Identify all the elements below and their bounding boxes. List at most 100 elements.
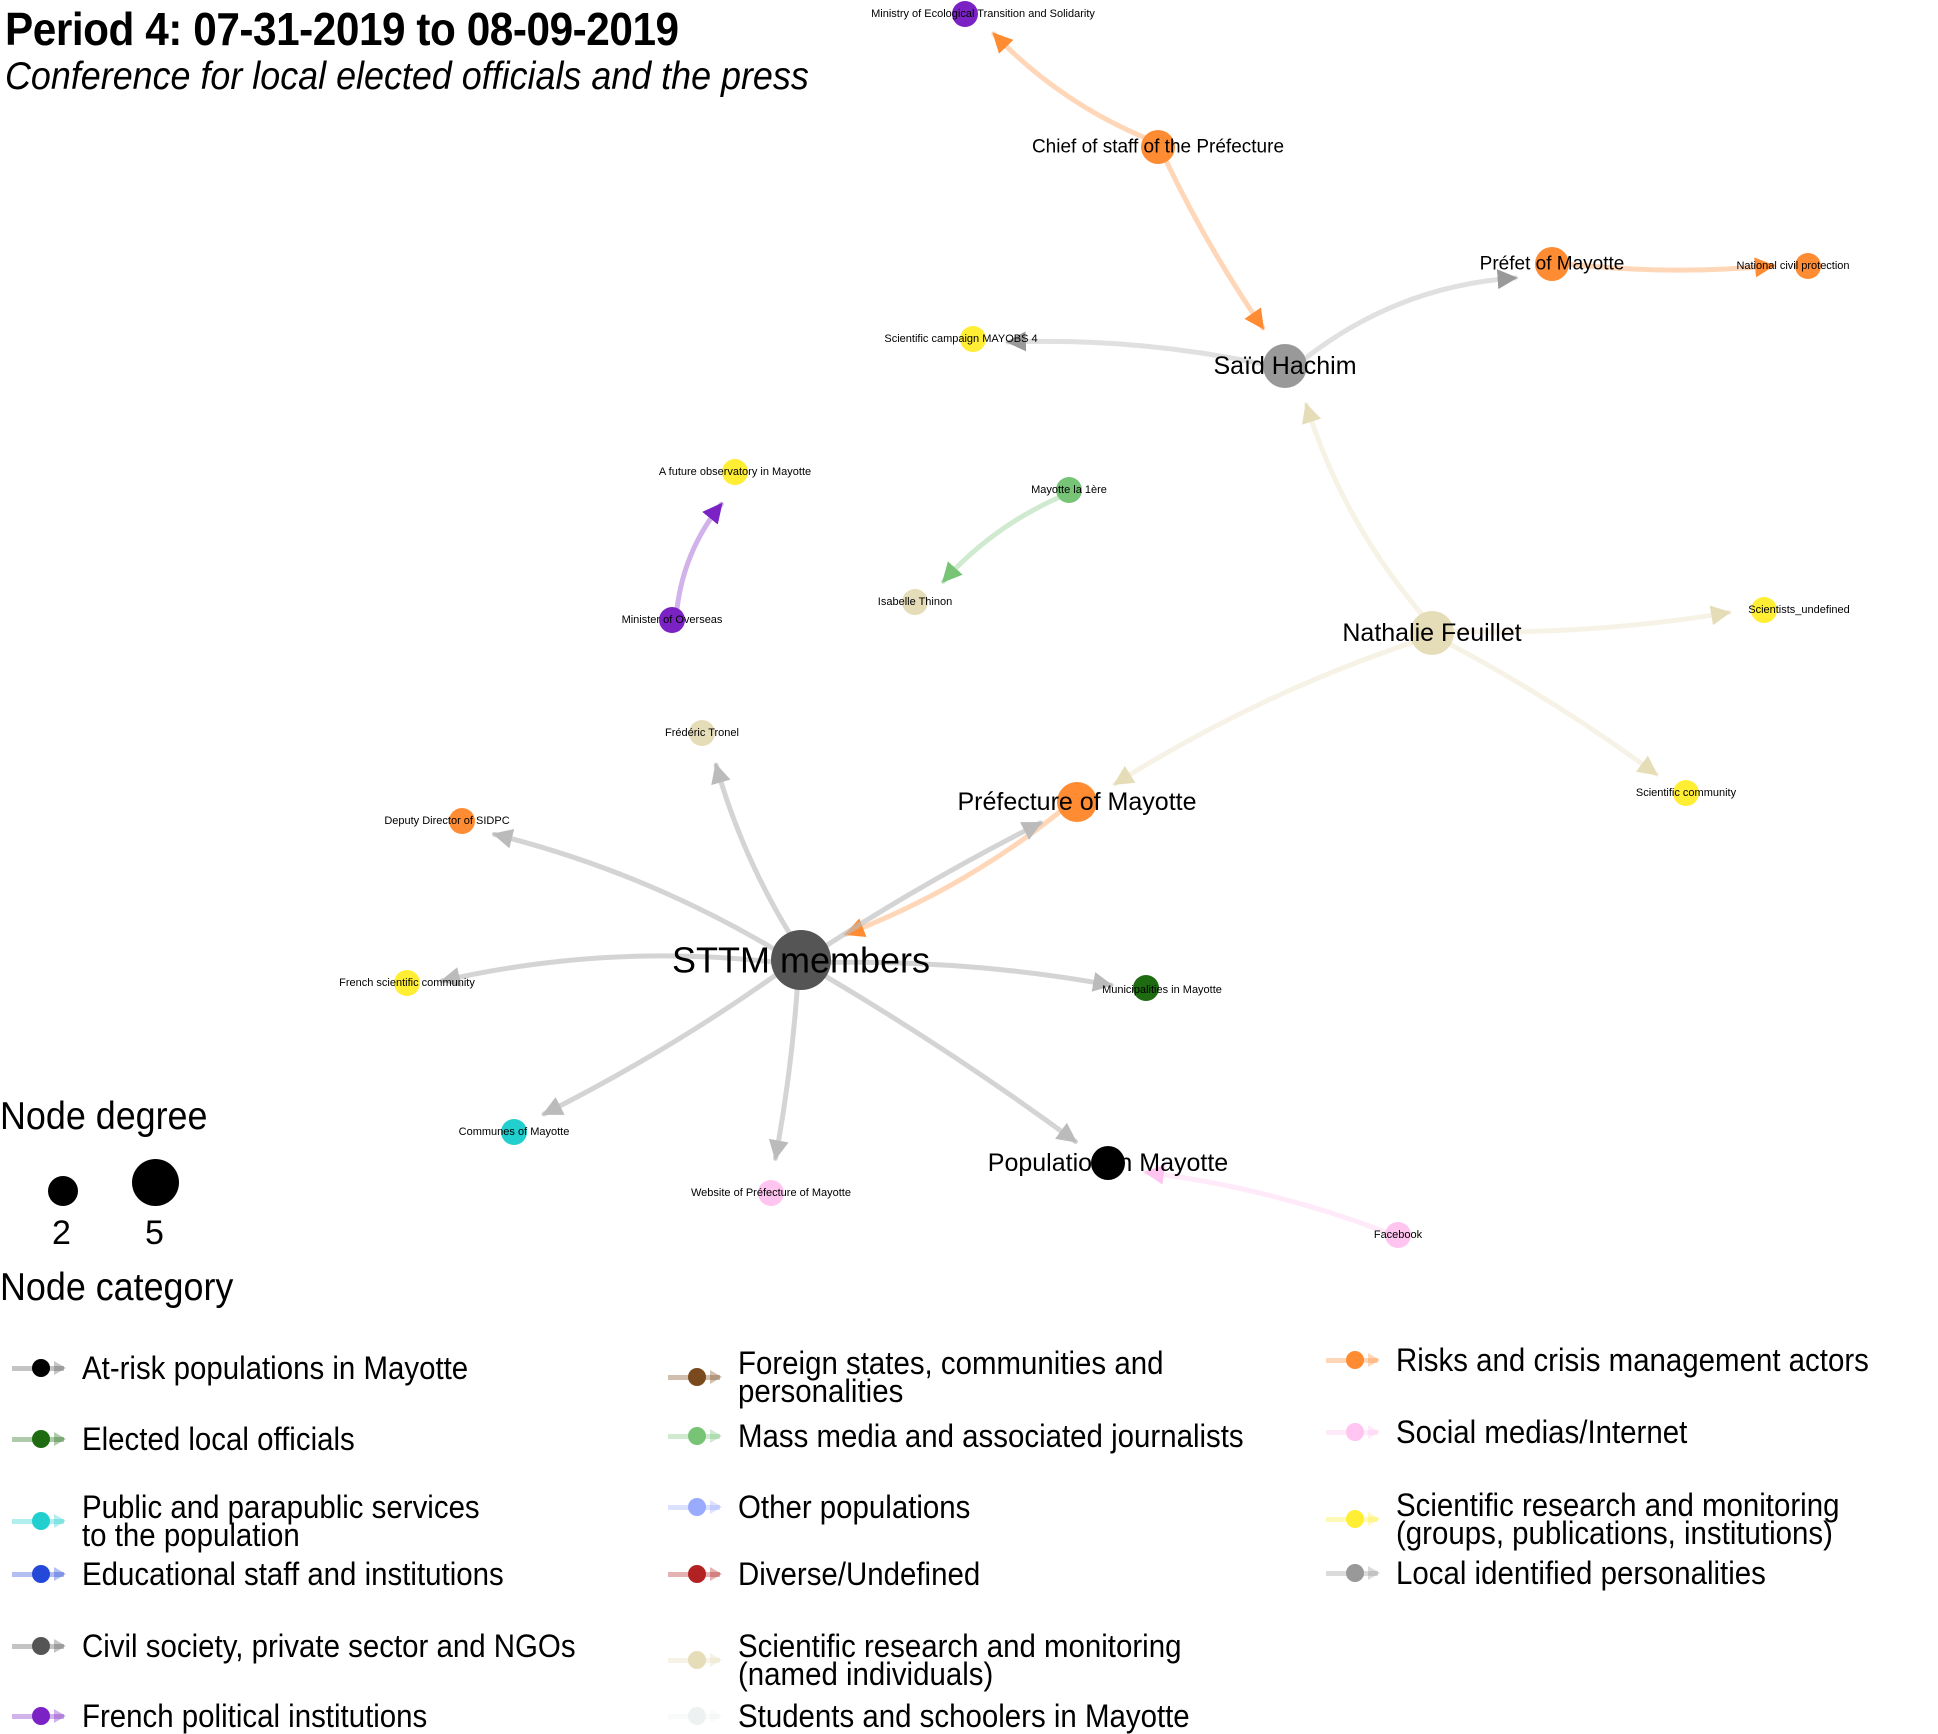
edge-feuillet-to-said bbox=[1302, 402, 1424, 617]
page-subtitle: Conference for local elected officials a… bbox=[5, 55, 809, 98]
legend-swatch-icon bbox=[1326, 1420, 1386, 1444]
node-observatory[interactable] bbox=[722, 459, 748, 485]
node-chief_staff[interactable] bbox=[1141, 130, 1175, 164]
node-feuillet[interactable] bbox=[1410, 611, 1454, 655]
edge-said-to-mayobs4 bbox=[1005, 331, 1266, 367]
edge-sttm-to-tronel bbox=[711, 762, 792, 936]
node-fr_sci[interactable] bbox=[394, 970, 420, 996]
node-label-sttm: STTM members bbox=[672, 940, 930, 981]
node-ministry_eco[interactable] bbox=[952, 1, 978, 27]
node-label-municipalities: Municipalities in Mayotte bbox=[1102, 984, 1222, 996]
node-sttm[interactable] bbox=[771, 930, 831, 990]
legend-swatch-icon bbox=[668, 1562, 728, 1586]
edge-sttm-to-fr_sci bbox=[439, 953, 774, 987]
legend-item-elected: Elected local officials bbox=[12, 1421, 378, 1457]
legend-degree-label-small: 2 bbox=[52, 1214, 71, 1252]
node-label-sci_comm: Scientific community bbox=[1636, 787, 1737, 799]
legend-swatch-icon bbox=[668, 1365, 728, 1389]
legend-item-social_media: Social medias/Internet bbox=[1326, 1414, 1713, 1450]
legend-item-sci_groups: Scientific research and monitoring (grou… bbox=[1326, 1489, 1878, 1549]
node-label-fr_sci: French scientific community bbox=[339, 977, 475, 989]
node-label-prefecture: Préfecture of Mayotte bbox=[957, 788, 1196, 816]
node-said[interactable] bbox=[1263, 344, 1307, 388]
node-label-minister_overseas: Minister of Overseas bbox=[622, 614, 723, 626]
edge-mayotte1-to-thinon bbox=[940, 495, 1061, 584]
edge-sttm-to-population bbox=[823, 974, 1078, 1144]
node-prefet[interactable] bbox=[1535, 247, 1569, 281]
legend-label: Diverse/Undefined bbox=[738, 1556, 981, 1592]
node-communes[interactable] bbox=[501, 1119, 527, 1145]
node-mayotte1[interactable] bbox=[1056, 477, 1082, 503]
legend-swatch-icon bbox=[668, 1424, 728, 1448]
legend-label: Students and schoolers in Mayotte bbox=[738, 1698, 1190, 1734]
node-label-communes: Communes of Mayotte bbox=[459, 1126, 570, 1138]
node-sci_comm[interactable] bbox=[1673, 780, 1699, 806]
edge-feuillet-to-sci_comm bbox=[1448, 642, 1659, 777]
node-sci_undef[interactable] bbox=[1751, 597, 1777, 623]
legend-label: At-risk populations in Mayotte bbox=[82, 1350, 469, 1386]
legend-item-public_services: Public and parapublic services to the po… bbox=[12, 1489, 514, 1553]
legend-label: French political institutions bbox=[82, 1698, 428, 1734]
legend-label: Civil society, private sector and NGOs bbox=[82, 1628, 576, 1664]
node-deputy_sidpc[interactable] bbox=[449, 808, 475, 834]
edge-feuillet-to-sci_undef bbox=[1451, 605, 1732, 635]
node-label-population: Population in Mayotte bbox=[988, 1149, 1228, 1177]
legend-label: Public and parapublic services to the po… bbox=[82, 1489, 480, 1553]
legend-item-other_pop: Other populations bbox=[668, 1489, 991, 1525]
legend-label: Elected local officials bbox=[82, 1421, 355, 1457]
node-label-civil_protection: National civil protection bbox=[1736, 260, 1849, 272]
legend-swatch-icon bbox=[668, 1495, 728, 1519]
edge-sttm-to-municipalities bbox=[828, 959, 1114, 992]
legend-item-foreign: Foreign states, communities and personal… bbox=[668, 1345, 1200, 1409]
legend-swatch-icon bbox=[1326, 1348, 1386, 1372]
legend-degree-dot-small bbox=[48, 1176, 78, 1206]
node-label-prefet: Préfet of Mayotte bbox=[1480, 254, 1625, 275]
legend-label: Local identified personalities bbox=[1396, 1555, 1766, 1591]
legend-swatch-icon bbox=[1326, 1507, 1386, 1531]
node-facebook[interactable] bbox=[1385, 1222, 1411, 1248]
legend-label: Foreign states, communities and personal… bbox=[738, 1345, 1164, 1409]
edge-minister_overseas-to-observatory bbox=[674, 501, 724, 611]
labels-layer: Ministry of Ecological Transition and So… bbox=[339, 8, 1850, 1241]
node-minister_overseas[interactable] bbox=[659, 607, 685, 633]
node-tronel[interactable] bbox=[689, 720, 715, 746]
legend-degree-title: Node degree bbox=[0, 1095, 208, 1138]
node-mayobs4[interactable] bbox=[960, 326, 986, 352]
legend-swatch-icon bbox=[12, 1427, 72, 1451]
node-website[interactable] bbox=[758, 1180, 784, 1206]
legend-item-risk_crisis: Risks and crisis management actors bbox=[1326, 1342, 1910, 1378]
legend-swatch-icon bbox=[668, 1704, 728, 1728]
node-label-facebook: Facebook bbox=[1374, 1229, 1423, 1241]
legend-degree-label-large: 5 bbox=[145, 1214, 164, 1252]
node-municipalities[interactable] bbox=[1133, 975, 1159, 1001]
legend-item-diverse: Diverse/Undefined bbox=[668, 1556, 1001, 1592]
node-population[interactable] bbox=[1091, 1146, 1125, 1180]
legend-item-sci_named: Scientific research and monitoring (name… bbox=[668, 1628, 1220, 1692]
node-label-deputy_sidpc: Deputy Director of SIDPC bbox=[384, 815, 509, 827]
legend-swatch-icon bbox=[12, 1509, 72, 1533]
legend-swatch-icon bbox=[12, 1356, 72, 1380]
legend-swatch-icon bbox=[12, 1562, 72, 1586]
node-label-sci_undef: Scientists_undefined bbox=[1748, 604, 1850, 616]
node-thinon[interactable] bbox=[902, 589, 928, 615]
legend-item-mass_media: Mass media and associated journalists bbox=[668, 1418, 1288, 1454]
edge-chief_staff-to-ministry_eco bbox=[991, 31, 1147, 140]
node-civil_protection[interactable] bbox=[1795, 253, 1821, 279]
edge-said-to-prefet bbox=[1303, 269, 1519, 361]
node-label-website: Website of Préfecture of Mayotte bbox=[691, 1187, 851, 1199]
legend-label: Social medias/Internet bbox=[1396, 1414, 1688, 1450]
edge-feuillet-to-prefecture bbox=[1112, 639, 1415, 787]
legend-label: Risks and crisis management actors bbox=[1396, 1342, 1869, 1378]
node-prefecture[interactable] bbox=[1057, 782, 1097, 822]
node-label-tronel: Frédéric Tronel bbox=[665, 727, 739, 739]
legend-label: Scientific research and monitoring (name… bbox=[738, 1628, 1182, 1692]
edge-facebook-to-population bbox=[1143, 1164, 1388, 1235]
legend-label: Mass media and associated journalists bbox=[738, 1418, 1244, 1454]
legend-label: Other populations bbox=[738, 1489, 971, 1525]
edge-sttm-to-deputy_sidpc bbox=[491, 828, 776, 952]
legend-degree-dot-large bbox=[132, 1159, 179, 1206]
node-label-mayobs4: Scientific campaign MAYOBS 4 bbox=[884, 333, 1037, 345]
legend-swatch-icon bbox=[12, 1704, 72, 1728]
legend-item-students: Students and schoolers in Mayotte bbox=[668, 1698, 1229, 1734]
